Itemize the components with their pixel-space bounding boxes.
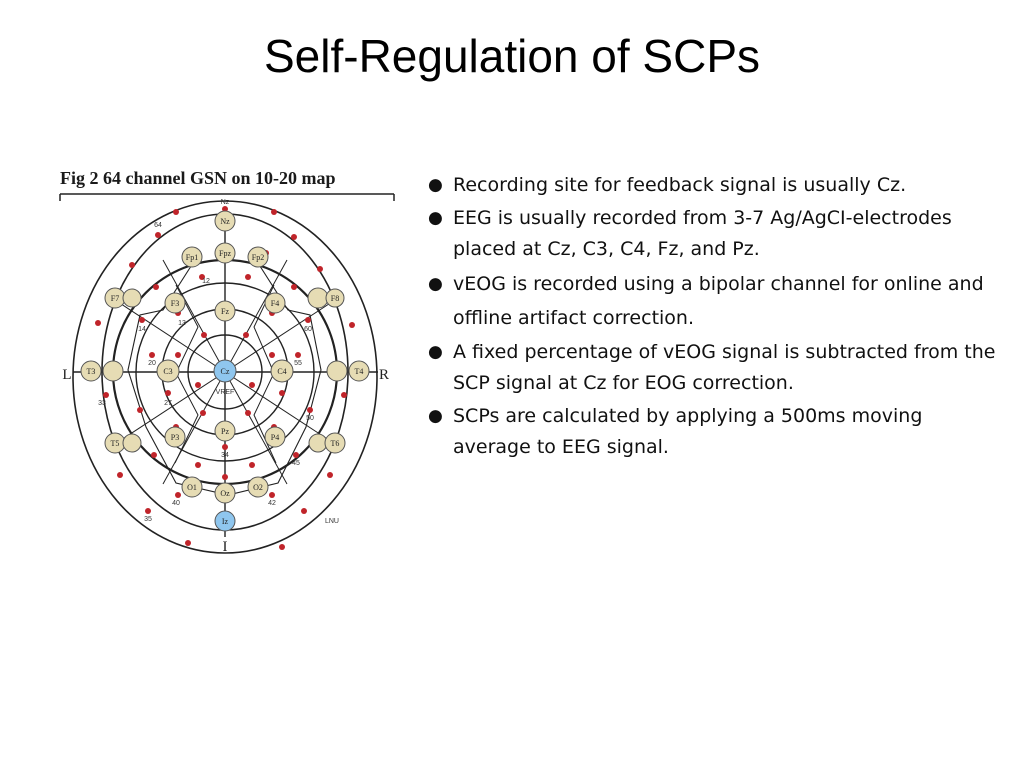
label-t3: T3 [87, 367, 96, 376]
electrode-f3 [164, 292, 186, 314]
electrode-t4b [348, 360, 370, 382]
label-fpz: Fpz [219, 249, 231, 258]
label-t5: T5 [111, 439, 120, 448]
electrode-fz [214, 300, 236, 322]
small-label-42: 42 [268, 500, 276, 507]
bullet-marker: ● [428, 208, 443, 228]
electrode-t3b [102, 360, 124, 382]
electrode-f7b [122, 288, 142, 308]
bullet-text: Recording site for feedback signal is us… [453, 174, 907, 196]
bullet-item-2: ● EEG is usually recorded from 3-7 Ag/Ag… [426, 203, 1006, 265]
electrode-t6 [308, 433, 328, 453]
bullet-item-3: ● vEOG is recorded using a bipolar chann… [426, 267, 1006, 335]
electrode-fpz [214, 242, 236, 264]
bullet-text: SCPs are calculated by applying a 500ms … [453, 405, 923, 458]
electrode-fp1 [181, 246, 203, 268]
slide-title: Self-Regulation of SCPs [263, 30, 761, 82]
electrode-c4 [270, 359, 294, 383]
small-label-lnu: LNU [325, 518, 339, 525]
label-f3: F3 [171, 299, 179, 308]
ten-twenty-electrodes [80, 210, 370, 504]
bullet-text: vEOG is recorded using a bipolar channel… [453, 273, 984, 329]
electrode-t4 [326, 360, 348, 382]
label-cz: Cz [221, 367, 230, 376]
electrode-p3 [164, 426, 186, 448]
right-side-marker: R [379, 367, 389, 383]
electrode-oz [214, 482, 236, 504]
figure-caption: Fig 2 64 channel GSN on 10-20 map [60, 168, 336, 188]
small-label-55: 55 [294, 360, 302, 367]
electrode-o1 [181, 476, 203, 498]
electrode-cz [213, 359, 237, 383]
electrode-p4 [264, 426, 286, 448]
electrode-o2 [247, 476, 269, 498]
label-f7: F7 [111, 294, 119, 303]
electrode-fp2 [247, 246, 269, 268]
bullet-item-1: ● Recording site for feedback signal is … [426, 170, 1006, 201]
label-iz: Iz [222, 517, 229, 526]
reference-electrodes [213, 359, 237, 532]
electrode-map-diagram: Nz Fp1 Fpz Fp2 F7 F3 Fz F4 F8 T3 C3 Cz C… [59, 193, 395, 555]
label-f8: F8 [331, 294, 339, 303]
label-oz: Oz [220, 489, 230, 498]
label-f4: F4 [271, 299, 279, 308]
small-label-20: 20 [148, 360, 156, 367]
label-p4: P4 [271, 433, 279, 442]
bullet-marker: ● [428, 342, 443, 362]
bullet-text: A fixed percentage of vEOG signal is sub… [453, 341, 996, 394]
label-o1: O1 [187, 483, 197, 492]
electrode-t6b [324, 432, 346, 454]
electrode-f8b [325, 288, 345, 308]
electrode-t3 [80, 360, 102, 382]
left-side-marker: L [62, 367, 71, 383]
bullet-marker: ● [428, 274, 443, 294]
electrode-pz [214, 420, 236, 442]
small-label-40: 40 [172, 500, 180, 507]
small-label-35: 35 [144, 516, 152, 523]
small-label-12: 12 [202, 278, 210, 285]
small-label-27: 27 [164, 400, 172, 407]
small-label-13: 13 [178, 320, 186, 327]
electrode-c3 [156, 359, 180, 383]
small-label-60: 60 [304, 326, 312, 333]
electrode-t5b [122, 433, 142, 453]
label-o2: O2 [253, 483, 263, 492]
small-label-45: 45 [292, 460, 300, 467]
gsn-electrode-figure: Nz Fp1 Fpz Fp2 F7 F3 Fz F4 F8 T3 C3 Cz C… [58, 165, 398, 565]
electrode-iz [214, 510, 236, 532]
bullet-item-4: ● A fixed percentage of vEOG signal is s… [426, 337, 1006, 399]
bullet-list: ● Recording site for feedback signal is … [426, 170, 1006, 465]
label-fp1: Fp1 [186, 253, 198, 262]
bullet-marker: ● [428, 406, 443, 426]
bullet-item-5: ● SCPs are calculated by applying a 500m… [426, 401, 1006, 463]
label-t4: T4 [355, 367, 364, 376]
small-label-14: 14 [138, 326, 146, 333]
label-c4: C4 [277, 367, 286, 376]
electrode-f4 [264, 292, 286, 314]
inion-marker: I [223, 539, 228, 555]
label-fz: Fz [221, 307, 229, 316]
electrode-nz [214, 210, 236, 232]
label-c3: C3 [163, 367, 172, 376]
label-t6: T6 [331, 439, 340, 448]
small-label-50: 50 [306, 415, 314, 422]
small-label-34: 34 [221, 452, 229, 459]
electrode-f8 [307, 287, 329, 309]
small-label-nz: Nz [221, 199, 230, 206]
label-pz: Pz [221, 427, 229, 436]
label-fp2: Fp2 [252, 253, 264, 262]
small-label-33: 33 [98, 400, 106, 407]
small-label-vref: VREF [216, 389, 235, 396]
bullet-marker: ● [428, 175, 443, 195]
label-p3: P3 [171, 433, 179, 442]
bullet-text: EEG is usually recorded from 3-7 Ag/AgCI… [453, 207, 952, 260]
label-nz: Nz [220, 217, 230, 226]
small-label-64: 64 [154, 222, 162, 229]
